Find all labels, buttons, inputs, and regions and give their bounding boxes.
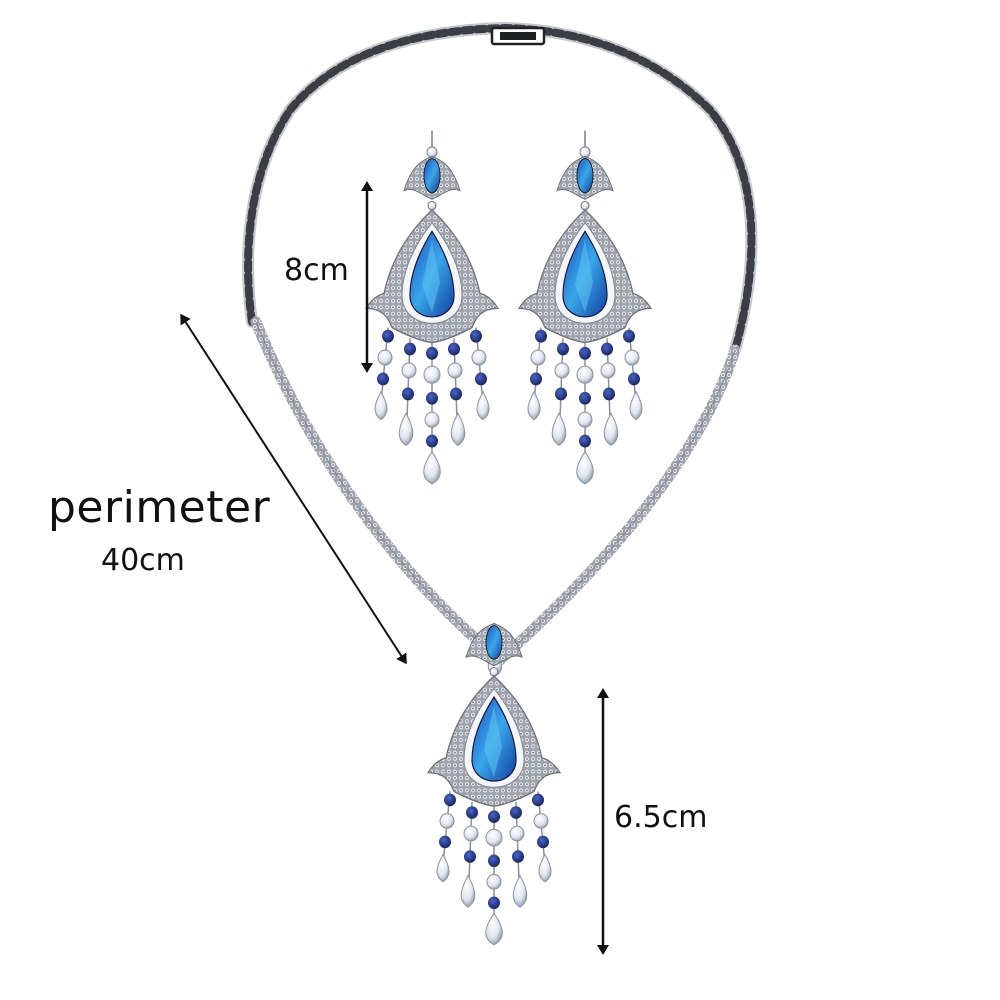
perimeter-label: perimeter [48, 482, 271, 533]
earring-length-value: 8cm [284, 253, 349, 288]
earring-left [365, 130, 499, 485]
necklace-chain-lower-left [250, 316, 506, 666]
perimeter-value: 40cm [101, 543, 185, 578]
necklace [242, 21, 758, 677]
earring-right [518, 130, 652, 485]
pendant [427, 622, 561, 946]
pendant-length-value: 6.5cm [614, 800, 708, 835]
perimeter-arrow [180, 313, 407, 665]
